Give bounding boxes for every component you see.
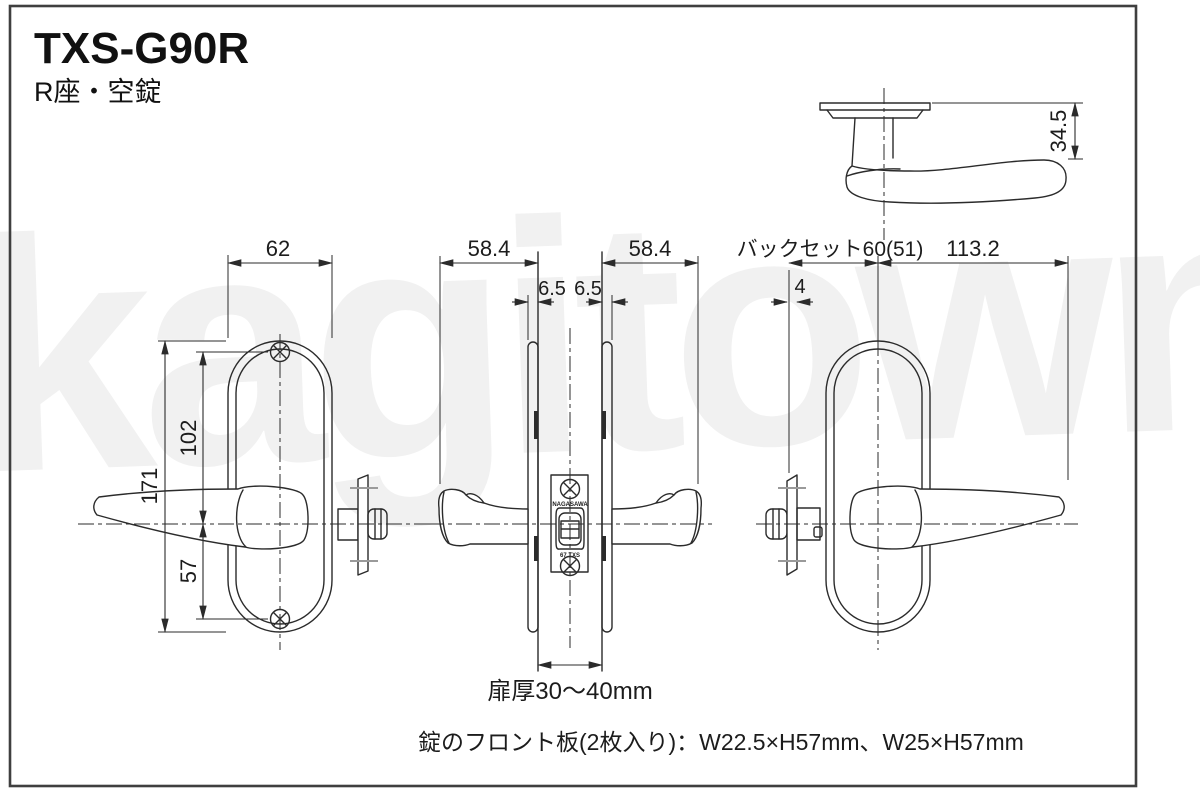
side-rose-flange xyxy=(826,109,924,119)
middle-lever-left xyxy=(437,488,529,547)
right-lever xyxy=(849,485,1065,550)
dim-113_2: 113.2 xyxy=(946,236,999,261)
middle-rose-right xyxy=(601,341,613,633)
page-title: TXS-G90R xyxy=(34,24,249,73)
latch-case-bar xyxy=(601,536,606,561)
dim-57: 57 xyxy=(176,559,201,583)
dim-6_5-left: 6.5 xyxy=(538,278,566,300)
right-plate-ticks xyxy=(778,487,806,562)
right-lever-boss-line xyxy=(911,489,923,548)
middle-rose-left xyxy=(527,341,539,633)
ext-line xyxy=(439,256,699,484)
side-view-lever: 34.5 xyxy=(819,88,1083,240)
page-subtitle: R座・空錠 xyxy=(34,77,162,107)
right-view: バックセット60(51) 113.2 4 xyxy=(737,236,1078,650)
latch-case-bar xyxy=(534,411,539,439)
ext-line xyxy=(788,256,1069,480)
dim-102: 102 xyxy=(176,420,201,457)
left-view: 62 171 102 57 xyxy=(78,236,448,650)
dim-34_5: 34.5 xyxy=(1046,110,1071,153)
dim-6_5-right: 6.5 xyxy=(574,278,602,300)
front-plate-note: 錠のフロント板(2枚入り)：W22.5×H57mm、W25×H57mm xyxy=(418,729,1024,755)
dim-4: 4 xyxy=(794,276,805,298)
dim-62: 62 xyxy=(266,236,290,261)
side-neck-left xyxy=(851,117,856,167)
ext-line xyxy=(158,340,226,633)
dim-door-thickness: 扉厚30〜40mm xyxy=(487,678,652,705)
right-spindle-clip xyxy=(813,526,823,538)
dim-171: 171 xyxy=(137,468,162,505)
latch-case-bar xyxy=(601,411,606,439)
left-lever-boss-line xyxy=(235,489,247,548)
left-lever xyxy=(93,485,309,550)
dim-58_4-left: 58.4 xyxy=(468,236,511,261)
latch-bolt-outer xyxy=(555,507,585,550)
dim-backset: バックセット60(51) xyxy=(737,238,924,261)
left-plate-ticks xyxy=(350,487,378,562)
ext-line xyxy=(227,255,333,338)
left-mount-plate xyxy=(357,474,369,576)
middle-view: NAGASAWA 67 TXS 58.4 58.4 xyxy=(428,236,712,705)
side-rose-plate xyxy=(819,102,931,111)
middle-lever-right xyxy=(611,488,703,547)
latch-case-bar xyxy=(534,536,539,561)
side-lever-body xyxy=(845,159,1067,204)
dim-58_4-right: 58.4 xyxy=(629,236,672,261)
side-lever-detail xyxy=(846,168,901,177)
ext-line xyxy=(196,351,268,620)
page-border xyxy=(8,4,1138,788)
right-mount-plate xyxy=(786,474,798,576)
